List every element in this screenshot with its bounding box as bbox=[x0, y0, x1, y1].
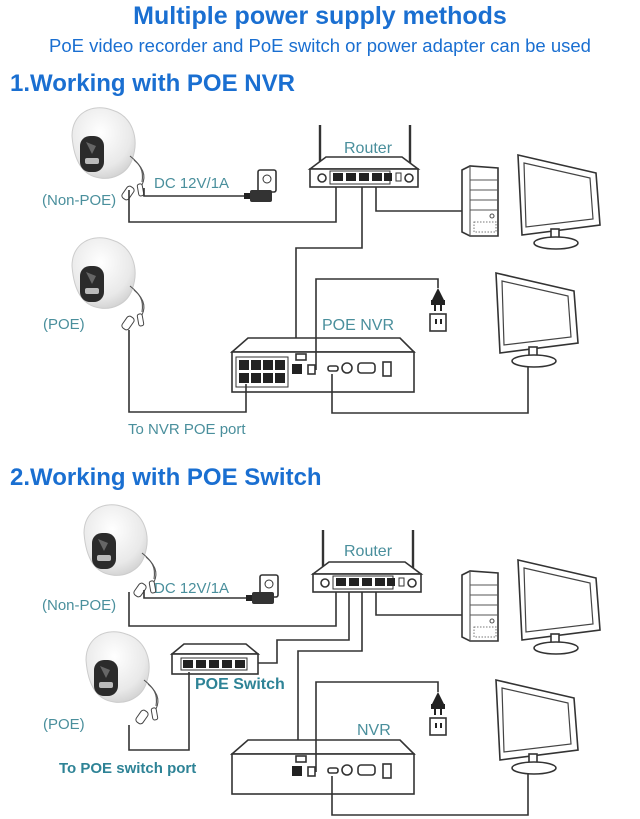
s1-router-pc-cable bbox=[375, 187, 462, 212]
s1-router-label: Router bbox=[344, 140, 393, 157]
s1-non-poe-camera bbox=[71, 107, 145, 202]
s1-monitor-icon-bottom bbox=[495, 272, 579, 368]
s2-dc-label: DC 12V/1A bbox=[154, 580, 230, 597]
s2-router-switch-cable bbox=[258, 592, 350, 664]
s1-nvr-label: POE NVR bbox=[322, 317, 395, 334]
s2-poe-camera bbox=[85, 631, 159, 726]
s2-nvr-monitor-cable bbox=[331, 773, 529, 816]
section-1-heading: 1.Working with POE NVR bbox=[10, 70, 295, 97]
s1-wall-plug-icon bbox=[429, 287, 447, 332]
s2-to-port-label: To POE switch port bbox=[59, 760, 197, 777]
s2-router-nvr-cable bbox=[297, 592, 363, 760]
s2-router-pc-cable bbox=[375, 592, 462, 616]
s2-nvr bbox=[231, 739, 415, 795]
s1-to-port-label: To NVR POE port bbox=[128, 421, 246, 438]
s1-non-poe-label: (Non-POE) bbox=[42, 192, 117, 209]
s2-nvr-power-cable bbox=[315, 681, 439, 772]
s1-nvr-poe-ports bbox=[235, 356, 289, 388]
s2-monitor-icon-bottom bbox=[495, 679, 579, 775]
s2-dc-cable bbox=[143, 590, 246, 599]
s2-camera-router-cable bbox=[128, 592, 337, 627]
s1-monitor-icon-top bbox=[517, 154, 601, 250]
s1-poe-label: (POE) bbox=[43, 316, 85, 333]
s1-poe-camera bbox=[71, 237, 145, 332]
s2-router-label: Router bbox=[344, 543, 393, 560]
s2-non-poe-label: (Non-POE) bbox=[42, 597, 117, 614]
s1-dc-cable bbox=[143, 188, 244, 197]
s2-poe-label: (POE) bbox=[43, 716, 85, 733]
s2-power-adapter-icon bbox=[246, 592, 274, 604]
s1-poe-camera-cable bbox=[128, 330, 247, 413]
s1-camera-router-cable bbox=[128, 187, 337, 223]
page-title: Multiple power supply methods bbox=[133, 2, 507, 30]
section-2-heading: 2.Working with POE Switch bbox=[10, 464, 322, 491]
s1-pc-tower-icon bbox=[461, 165, 499, 237]
s1-power-outlet-icon bbox=[257, 169, 277, 193]
s1-router-nvr-cable bbox=[295, 187, 363, 360]
s2-wall-plug-icon bbox=[429, 691, 447, 736]
s1-dc-label: DC 12V/1A bbox=[154, 175, 230, 192]
s2-router bbox=[311, 528, 423, 594]
s2-non-poe-camera bbox=[83, 504, 157, 599]
s2-pc-tower-icon bbox=[461, 570, 499, 642]
s2-poe-camera-cable bbox=[128, 672, 190, 751]
s1-power-adapter-icon bbox=[244, 190, 272, 202]
s1-router bbox=[308, 123, 420, 189]
s2-switch-label: POE Switch bbox=[195, 676, 285, 693]
page-subtitle: PoE video recorder and PoE switch or pow… bbox=[49, 35, 591, 56]
s2-nvr-label: NVR bbox=[357, 722, 391, 739]
s2-poe-switch bbox=[169, 643, 261, 675]
s1-nvr-power-cable bbox=[315, 278, 439, 370]
s1-nvr-monitor-cable bbox=[331, 367, 529, 414]
s2-monitor-icon-top bbox=[517, 559, 601, 655]
